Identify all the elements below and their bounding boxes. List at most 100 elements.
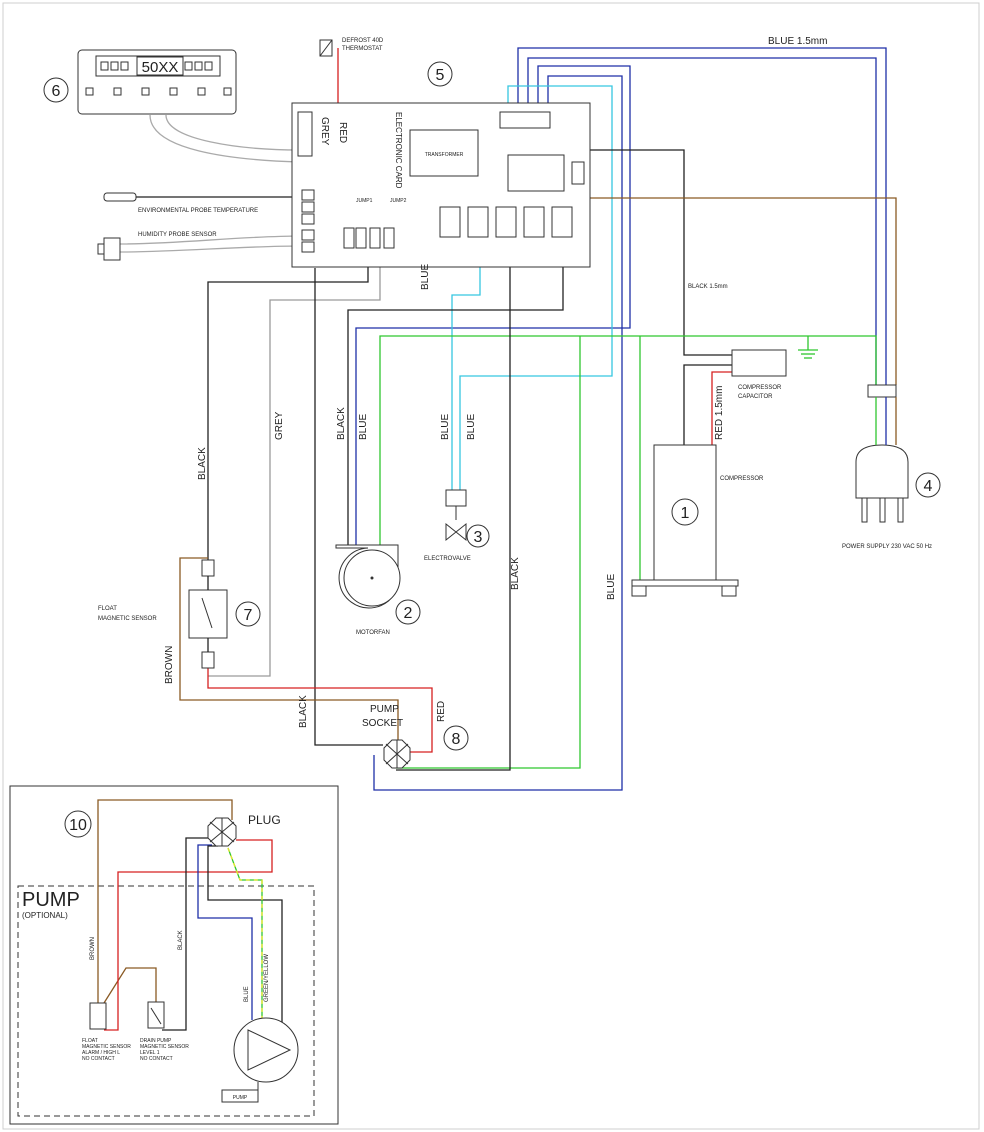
wire-black-pump-1 (396, 255, 511, 771)
wire-black-motorfan (347, 255, 564, 545)
wire-black-pump-2 (314, 268, 383, 746)
inset-label-green-yellow: GREEN/YELLOW (264, 954, 270, 1002)
wiring (119, 47, 897, 791)
inset-float2-l1: DRAIN PUMP (140, 1038, 172, 1044)
pump-socket-number: 8 (452, 731, 461, 748)
inset-float1-l1: FLOAT (82, 1038, 98, 1044)
electronic-card: 5 ELECTRONIC CARD TRANSFORMER GREY RED J… (291, 61, 591, 268)
wire-blue-motorfan (355, 65, 631, 545)
inset-float2-l4: NO CONTACT (140, 1056, 173, 1062)
inset-wire-blue (197, 844, 253, 1020)
wire-green-earth (379, 335, 877, 545)
env-probe-label: ENVIRONMENTAL PROBE TEMPERATURE (138, 208, 258, 214)
wire-blue-card-2 (527, 57, 877, 385)
wire-cyan-electrovalve-1 (459, 85, 613, 490)
compressor-capacitor: COMPRESSOR CAPACITOR (731, 349, 787, 400)
wire-brown-power (540, 197, 897, 385)
wire-label-blue-valve-2: BLUE (466, 414, 477, 440)
inset-wire-brown (97, 799, 233, 1003)
inset-float-1 (89, 1002, 107, 1030)
jump1-label: JUMP1 (356, 198, 373, 204)
wire-black-capacitor (520, 149, 732, 356)
inset-pump-motor (233, 1017, 299, 1083)
display-cable (149, 114, 301, 163)
motorfan-label: MOTORFAN (356, 630, 390, 636)
humidity-probe: HUMIDITY PROBE SENSOR (97, 232, 217, 261)
wire-label-blue-15: BLUE 1.5mm (768, 36, 827, 47)
wire-label-black-motorfan: BLACK (336, 407, 347, 440)
float-sensor-label-2: MAGNETIC SENSOR (98, 616, 157, 622)
capacitor-label-1: COMPRESSOR (738, 385, 782, 391)
inset-wire-black (162, 837, 210, 1031)
ground-icon (798, 336, 818, 359)
power-supply-number: 4 (924, 478, 933, 495)
compressor: 1 COMPRESSOR (631, 444, 764, 597)
power-supply-plug: 4 POWER SUPPLY 230 VAC 50 Hz (842, 384, 941, 550)
humidity-probe-label: HUMIDITY PROBE SENSOR (138, 232, 217, 238)
display-value: 50XX (142, 59, 179, 76)
wire-label-black-float: BLACK (197, 447, 208, 480)
inset-wire-brown-2 (103, 967, 157, 1004)
transformer-label: TRANSFORMER (425, 152, 464, 158)
pump-inset: 10 PUMP (OPTIONAL) PLUG FLOAT MAGNETIC S… (9, 785, 339, 1125)
wire-blue-power (517, 47, 887, 385)
defrost-label-1: DEFROST 40D (342, 38, 384, 44)
compressor-label: COMPRESSOR (720, 476, 764, 482)
inset-float2-l2: MAGNETIC SENSOR (140, 1044, 189, 1050)
inset-wire-yellow-dash (227, 847, 263, 1020)
wire-label-blue-pump: BLUE (606, 574, 617, 600)
jump2-label: JUMP2 (390, 198, 407, 204)
display-number: 6 (52, 83, 61, 100)
wire-label-grey-card: GREY (319, 117, 330, 146)
inset-label-blue: BLUE (244, 986, 250, 1002)
transformer-box (409, 129, 479, 177)
wire-cyan-electrovalve-2 (451, 255, 481, 490)
wire-label-brown-float: BROWN (164, 646, 175, 684)
wire-grey-float (208, 258, 381, 677)
wire-label-red-card: RED (337, 122, 348, 143)
inset-label-brown: BROWN (90, 937, 96, 960)
wire-label-black-pump: BLACK (510, 557, 521, 590)
wire-label-grey-float: GREY (274, 411, 285, 440)
wire-label-black-15: BLACK 1.5mm (688, 284, 728, 290)
wire-label-black-socket: BLACK (298, 695, 309, 728)
pump-plug-label: PLUG (248, 813, 281, 827)
wire-label-red-socket: RED (436, 701, 447, 722)
electrovalve-label: ELECTROVALVE (424, 556, 471, 562)
wire-green-pump (396, 336, 581, 769)
power-supply-label: POWER SUPPLY 230 VAC 50 Hz (842, 544, 932, 550)
wire-blue-pump (373, 75, 623, 791)
display-number-circle (43, 77, 69, 103)
float-sensor-label-1: FLOAT (98, 606, 117, 612)
defrost-thermostat: DEFROST 40D THERMOSTAT (319, 38, 384, 57)
float-sensor: 7 FLOAT MAGNETIC SENSOR (98, 559, 261, 669)
pump-title: PUMP (22, 889, 80, 911)
humidity-probe-cable-2 (119, 245, 303, 253)
humidity-probe-cable (119, 235, 303, 245)
motorfan-number: 2 (404, 605, 413, 622)
electrovalve-number: 3 (474, 529, 483, 546)
motorfan: 2 MOTORFAN (335, 544, 421, 636)
display-cable-2 (165, 114, 301, 151)
pump-socket: PUMP SOCKET 8 (362, 704, 469, 769)
pump-subtitle: (OPTIONAL) (22, 911, 68, 920)
card-number: 5 (436, 67, 445, 84)
defrost-label-2: THERMOSTAT (342, 46, 383, 52)
wire-brown-float-pump (179, 557, 399, 740)
inset-label-black: BLACK (178, 930, 184, 950)
pump-socket-label-1: PUMP (370, 704, 399, 715)
wire-red-compressor (711, 371, 732, 445)
environmental-probe: ENVIRONMENTAL PROBE TEMPERATURE (103, 192, 258, 214)
float-sensor-number: 7 (244, 607, 253, 624)
compressor-number: 1 (681, 505, 690, 522)
display-panel: 50XX 6 (43, 49, 237, 115)
pump-inset-frame (9, 785, 339, 1125)
capacitor-label-2: CAPACITOR (738, 394, 773, 400)
wire-label-red-15: RED 1.5mm (714, 386, 725, 440)
pump-inset-number: 10 (69, 817, 87, 834)
pump-socket-label-2: SOCKET (362, 718, 403, 729)
wire-red-float-pump (207, 668, 433, 753)
wire-black-float (207, 258, 369, 560)
inset-pump-label: PUMP (233, 1095, 248, 1101)
inset-float1-l2: MAGNETIC SENSOR (82, 1044, 131, 1050)
